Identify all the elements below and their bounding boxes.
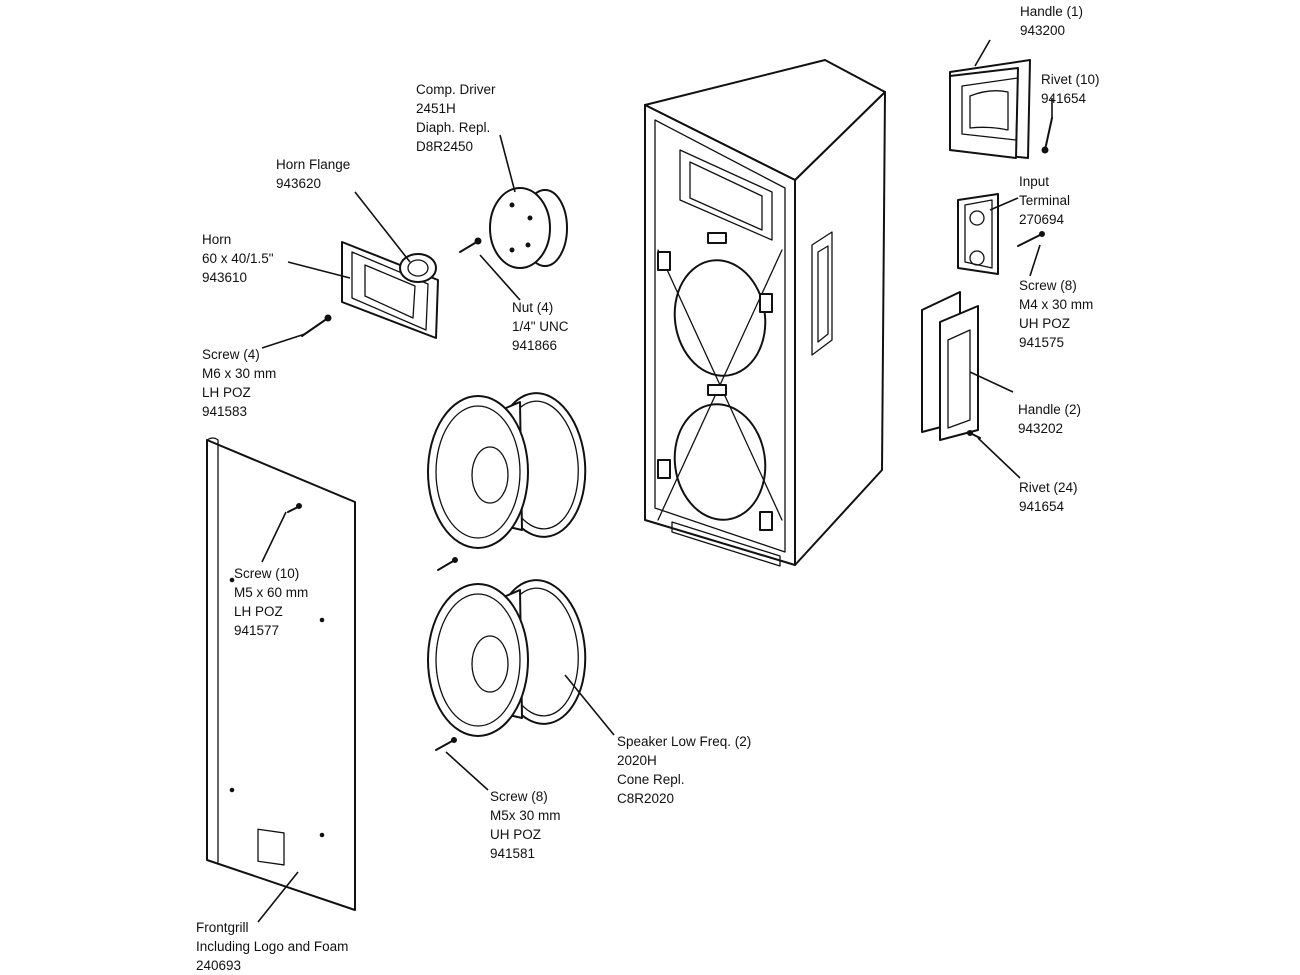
front-grill-part	[206, 437, 356, 911]
label-frontgrill-line3: 240693	[196, 958, 242, 973]
label-screw-10-line4: 941577	[234, 623, 280, 638]
label-screw-8-m5-line3: UH POZ	[490, 827, 542, 842]
label-comp-driver-line2: 2451H	[416, 101, 456, 116]
label-screw-8-m5-line1: Screw (8)	[490, 789, 548, 804]
woofer-upper-part	[427, 392, 587, 549]
label-nut-4-line2: 1/4" UNC	[512, 319, 569, 334]
label-screw-8-m4-line1: Screw (8)	[1019, 278, 1077, 293]
rivet-24-part	[967, 430, 981, 439]
label-screw-8-m4: Screw (8) M4 x 30 mm UH POZ 941575	[1019, 276, 1093, 352]
handle-2-part	[921, 291, 979, 441]
nut-4-part	[459, 237, 482, 253]
label-horn: Horn 60 x 40/1.5" 943610	[202, 230, 274, 287]
label-horn-line1: Horn	[202, 232, 232, 247]
label-screw-8-m5: Screw (8) M5x 30 mm UH POZ 941581	[490, 787, 561, 863]
label-rivet-24: Rivet (24) 941654	[1019, 478, 1078, 516]
label-handle-1: Handle (1) 943200	[1020, 2, 1083, 40]
speaker-cabinet	[644, 59, 886, 567]
label-horn-flange: Horn Flange 943620	[276, 155, 350, 193]
label-comp-driver-line3: Diaph. Repl.	[416, 120, 491, 135]
label-handle-2-line2: 943202	[1018, 421, 1064, 436]
label-horn-line3: 943610	[202, 270, 248, 285]
compression-driver-part	[489, 187, 568, 269]
label-screw-4-line1: Screw (4)	[202, 347, 260, 362]
label-horn-line2: 60 x 40/1.5"	[202, 251, 274, 266]
label-comp-driver: Comp. Driver 2451H Diaph. Repl. D8R2450	[416, 80, 496, 156]
horn-flange-part	[399, 253, 437, 283]
woofer-lower-part	[427, 579, 587, 737]
leader-lines	[257, 39, 1053, 923]
screw-4-part	[301, 314, 332, 337]
label-nut-4-line3: 941866	[512, 338, 558, 353]
label-handle-2-line1: Handle (2)	[1018, 402, 1082, 417]
label-frontgrill: Frontgrill Including Logo and Foam 24069…	[196, 918, 348, 975]
label-screw-10-line1: Screw (10)	[234, 566, 300, 581]
woofer-screws	[435, 557, 458, 751]
label-screw-8-m5-line2: M5x 30 mm	[490, 808, 561, 823]
label-screw-10: Screw (10) M5 x 60 mm LH POZ 941577	[234, 564, 308, 640]
label-frontgrill-line2: Including Logo and Foam	[196, 939, 349, 954]
label-input-terminal: Input Terminal 270694	[1019, 172, 1070, 229]
label-frontgrill-line1: Frontgrill	[196, 920, 249, 935]
label-handle-1-line1: Handle (1)	[1020, 4, 1084, 19]
label-handle-1-line2: 943200	[1020, 23, 1066, 38]
label-comp-driver-line1: Comp. Driver	[416, 82, 496, 97]
label-screw-10-line2: M5 x 60 mm	[234, 585, 309, 600]
label-screw-8-m4-line4: 941575	[1019, 335, 1065, 350]
label-speaker-low-freq-line3: Cone Repl.	[617, 772, 685, 787]
label-rivet-24-line2: 941654	[1019, 499, 1065, 514]
label-rivet-10-line2: 941654	[1041, 91, 1087, 106]
label-screw-10-line3: LH POZ	[234, 604, 283, 619]
label-input-terminal-line1: Input	[1019, 174, 1050, 189]
label-screw-4-line4: 941583	[202, 404, 248, 419]
handle-1-part	[949, 59, 1031, 159]
label-nut-4: Nut (4) 1/4" UNC 941866	[512, 298, 569, 355]
label-speaker-low-freq-line1: Speaker Low Freq. (2)	[617, 734, 752, 749]
label-speaker-low-freq: Speaker Low Freq. (2) 2020H Cone Repl. C…	[617, 732, 751, 808]
label-screw-4-line3: LH POZ	[202, 385, 251, 400]
label-speaker-low-freq-line2: 2020H	[617, 753, 657, 768]
label-speaker-low-freq-line4: C8R2020	[617, 791, 675, 806]
screw-8-m4-part	[1017, 231, 1045, 247]
label-handle-2: Handle (2) 943202	[1018, 400, 1081, 438]
rivet-10-part	[1041, 117, 1053, 154]
label-screw-8-m4-line2: M4 x 30 mm	[1019, 297, 1094, 312]
label-rivet-24-line1: Rivet (24)	[1019, 480, 1078, 495]
label-nut-4-line1: Nut (4)	[512, 300, 554, 315]
label-rivet-10-line1: Rivet (10)	[1041, 72, 1100, 87]
label-screw-4-line2: M6 x 30 mm	[202, 366, 277, 381]
label-input-terminal-line2: Terminal	[1019, 193, 1071, 208]
label-screw-4: Screw (4) M6 x 30 mm LH POZ 941583	[202, 345, 276, 421]
label-horn-flange-line1: Horn Flange	[276, 157, 351, 172]
label-input-terminal-line3: 270694	[1019, 212, 1065, 227]
input-terminal-part	[957, 193, 999, 275]
label-screw-8-m4-line3: UH POZ	[1019, 316, 1071, 331]
label-rivet-10: Rivet (10) 941654	[1041, 70, 1100, 108]
label-horn-flange-line2: 943620	[276, 176, 322, 191]
label-screw-8-m5-line4: 941581	[490, 846, 536, 861]
label-comp-driver-line4: D8R2450	[416, 139, 474, 154]
